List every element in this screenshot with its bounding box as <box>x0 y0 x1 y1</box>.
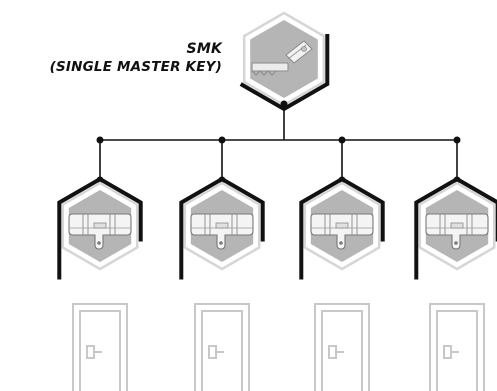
door-icon <box>314 303 370 391</box>
hexagon-bracket <box>57 176 143 280</box>
hexagon-bracket <box>414 176 497 280</box>
door-icon <box>429 303 485 391</box>
hexagon-fill <box>250 20 318 98</box>
trunk-node-dot <box>280 100 288 108</box>
door-icon <box>194 303 250 391</box>
diagram-subtitle: (SINGLE MASTER KEY) <box>49 59 222 75</box>
hexagon-bracket <box>299 176 385 280</box>
diagram-title: SMK <box>186 41 222 57</box>
master-key-node <box>239 11 330 112</box>
hexagon-bracket <box>179 176 265 280</box>
hexagon-bracket <box>239 34 330 112</box>
door-icon <box>72 303 128 391</box>
